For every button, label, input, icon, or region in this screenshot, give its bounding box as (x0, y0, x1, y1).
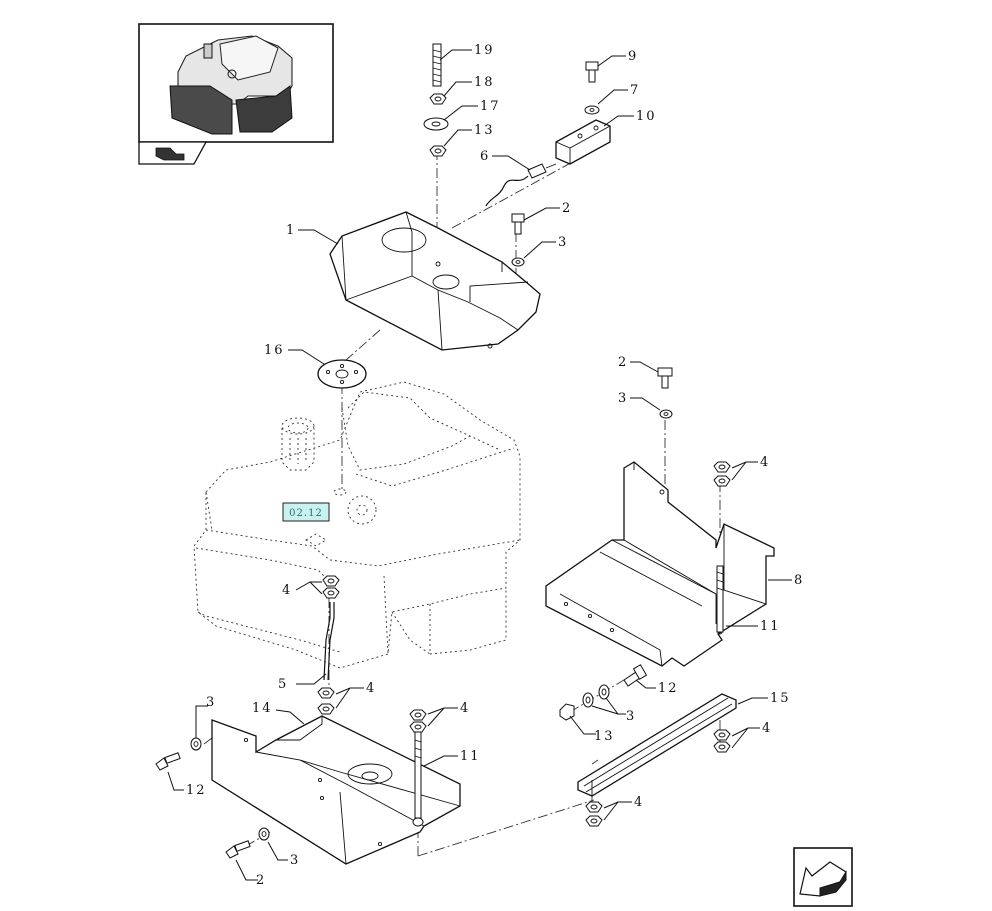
part-14-left-shield[interactable] (211, 715, 461, 865)
part-4-nuts-rod-lower[interactable] (317, 687, 335, 715)
part-13-nut-right[interactable] (559, 703, 575, 721)
callout-7: 7 (630, 83, 640, 98)
part-19-stud[interactable] (432, 43, 442, 87)
part-5-rod[interactable] (323, 602, 335, 681)
part-13-nut-top[interactable] (429, 145, 447, 157)
callout-4: 4 (762, 721, 772, 736)
part-6-sensor-cable[interactable] (485, 163, 557, 207)
callout-18: 18 (474, 75, 495, 90)
part-12-bolt-right[interactable] (623, 664, 648, 687)
leader-lines (167, 49, 792, 881)
callout-9: 9 (628, 49, 638, 64)
part-4-nuts-rail[interactable] (585, 729, 731, 827)
part-11-stud-left[interactable] (412, 731, 424, 827)
callout-3: 3 (618, 391, 628, 406)
callout-8: 8 (794, 573, 804, 588)
callout-12: 12 (658, 681, 679, 696)
callout-2: 2 (256, 873, 266, 888)
part-3-washer-upper[interactable] (511, 257, 525, 267)
callout-11: 11 (760, 619, 781, 634)
part-7-washer[interactable] (584, 105, 600, 115)
return-arrow-icon[interactable] (155, 147, 185, 161)
part-18-nut[interactable] (429, 93, 447, 105)
part-9-bolt[interactable] (585, 61, 599, 83)
part-3-washer-left-lower[interactable] (258, 827, 270, 841)
callout-17: 17 (480, 99, 501, 114)
fuel-tank-overview-icon (169, 35, 293, 135)
fuel-tank-phantom (193, 381, 521, 669)
callout-14: 14 (252, 701, 273, 716)
thumbnail-overview[interactable] (138, 23, 334, 165)
callout-13: 13 (474, 123, 495, 138)
next-page-nav[interactable] (793, 847, 853, 907)
part-1-top-bracket[interactable] (329, 211, 541, 351)
part-4-nuts-left-stud[interactable] (409, 709, 427, 733)
part-8-right-shield[interactable] (545, 461, 775, 667)
callout-13: 13 (594, 729, 615, 744)
callout-3: 3 (626, 709, 636, 724)
callout-11: 11 (460, 749, 481, 764)
callout-10: 10 (636, 109, 657, 124)
part-2-bolt-upper[interactable] (511, 213, 525, 235)
callout-4: 4 (282, 583, 292, 598)
callout-6: 6 (480, 149, 490, 164)
part-17-washer[interactable] (423, 117, 449, 131)
callout-4: 4 (634, 795, 644, 810)
next-page-arrow-icon (799, 861, 847, 897)
callout-4: 4 (366, 681, 376, 696)
callout-3: 3 (290, 853, 300, 868)
callout-2: 2 (618, 355, 628, 370)
callout-16: 16 (264, 343, 285, 358)
callout-4: 4 (760, 455, 770, 470)
part-10-bracket-block[interactable] (555, 119, 611, 165)
part-3-washer-right[interactable] (659, 409, 673, 419)
part-2-bolt-right[interactable] (657, 367, 673, 389)
part-4-nuts-right-upper[interactable] (713, 461, 731, 487)
callout-5: 5 (278, 677, 288, 692)
callout-3: 3 (558, 235, 568, 250)
reference-tag-label: 02.12 (289, 508, 323, 519)
part-4-nuts-tank[interactable] (322, 575, 340, 599)
part-16-sender-gasket[interactable] (317, 359, 367, 389)
callout-4: 4 (460, 701, 470, 716)
reference-tag[interactable]: 02.12 (282, 502, 330, 522)
part-15-rail[interactable] (577, 693, 737, 797)
part-2-bolt-left-lower[interactable] (225, 840, 251, 859)
callout-1: 1 (286, 223, 296, 238)
callout-15: 15 (770, 691, 791, 706)
part-3-washers-right-lower[interactable] (582, 684, 610, 708)
callout-2: 2 (562, 201, 572, 216)
callout-3: 3 (206, 695, 216, 710)
part-12-bolt-left[interactable] (155, 752, 181, 771)
part-3-washer-left[interactable] (190, 737, 202, 751)
callout-12: 12 (186, 783, 207, 798)
callout-19: 19 (474, 43, 495, 58)
part-11-stud-right[interactable] (716, 565, 724, 633)
callout-labels: 19 18 17 13 9 7 10 6 2 3 1 16 2 3 4 8 11… (186, 43, 804, 888)
